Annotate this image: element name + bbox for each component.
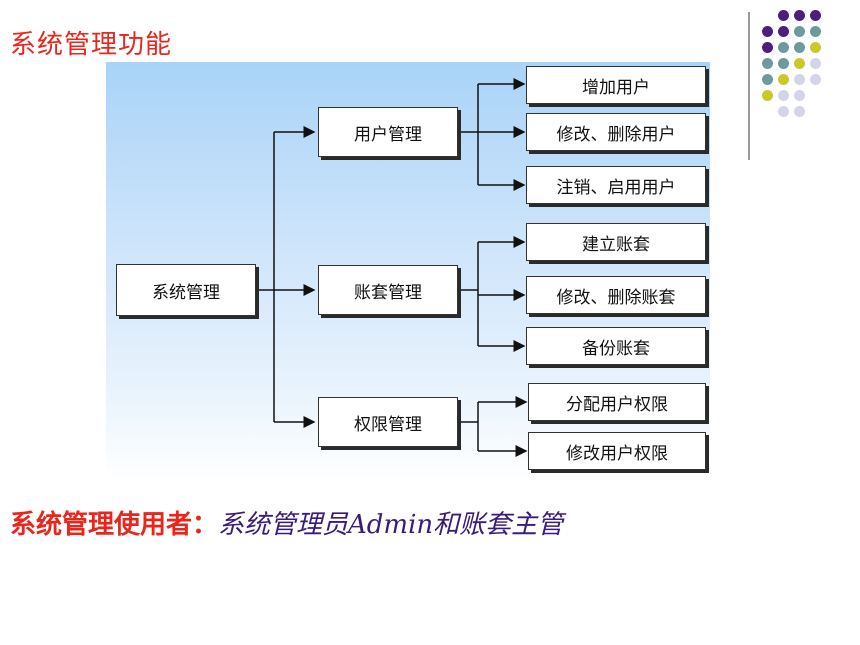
decorative-dot: [762, 58, 773, 69]
decorative-dot: [778, 58, 789, 69]
node-leaf-toggle-user: 注销、启用用户: [526, 166, 706, 204]
node-group-permission: 权限管理: [318, 397, 458, 447]
node-leaf-add-user: 增加用户: [526, 66, 706, 104]
decorative-dot: [762, 26, 773, 37]
decorative-dot: [794, 90, 805, 101]
decorative-dot: [794, 26, 805, 37]
decorative-dot: [794, 74, 805, 85]
decorative-dot: [778, 90, 789, 101]
decorative-dots: [762, 10, 852, 160]
decorative-dot: [778, 106, 789, 117]
node-leaf-edit-permission: 修改用户权限: [528, 432, 706, 470]
decorative-dot: [778, 74, 789, 85]
decorative-dot: [778, 10, 789, 21]
decorative-dot: [810, 42, 821, 53]
decorative-dot: [778, 42, 789, 53]
decorative-dot: [794, 42, 805, 53]
node-root: 系统管理: [116, 264, 256, 316]
node-leaf-backup-account: 备份账套: [526, 327, 706, 365]
node-leaf-edit-account: 修改、删除账套: [526, 276, 706, 314]
footer-text: 系统管理使用者：系统管理员Admin和账套主管: [10, 504, 563, 541]
decorative-divider: [748, 12, 750, 160]
decorative-dot: [810, 58, 821, 69]
decorative-dot: [778, 26, 789, 37]
decorative-dot: [762, 42, 773, 53]
decorative-dot: [794, 10, 805, 21]
decorative-dot: [762, 90, 773, 101]
decorative-dot: [794, 106, 805, 117]
decorative-dot: [762, 74, 773, 85]
node-leaf-assign-permission: 分配用户权限: [528, 383, 706, 421]
footer-label: 系统管理使用者：: [10, 510, 219, 540]
decorative-dot: [810, 26, 821, 37]
decorative-dot: [810, 10, 821, 21]
node-group-account: 账套管理: [318, 265, 458, 315]
decorative-dot: [794, 58, 805, 69]
decorative-dot: [810, 74, 821, 85]
page-title: 系统管理功能: [10, 30, 173, 60]
diagram-connectors: [256, 78, 528, 457]
footer-value: 系统管理员Admin和账套主管: [218, 510, 564, 540]
node-group-user: 用户管理: [318, 107, 458, 157]
node-leaf-create-account: 建立账套: [526, 223, 706, 261]
node-leaf-edit-user: 修改、删除用户: [526, 113, 706, 151]
